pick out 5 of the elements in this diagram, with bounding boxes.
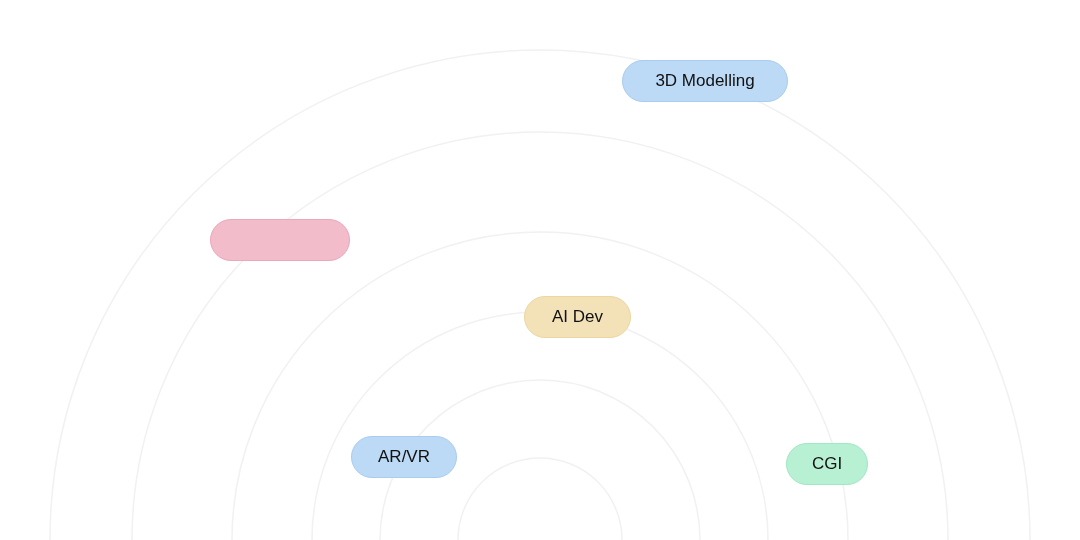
topic-tag: 3D Modelling bbox=[622, 60, 788, 102]
topic-tag: CGI bbox=[786, 443, 868, 485]
tag-pill bbox=[210, 219, 350, 261]
topic-tag: AR/VR bbox=[351, 436, 457, 478]
topic-tag: AI Dev bbox=[524, 296, 631, 338]
